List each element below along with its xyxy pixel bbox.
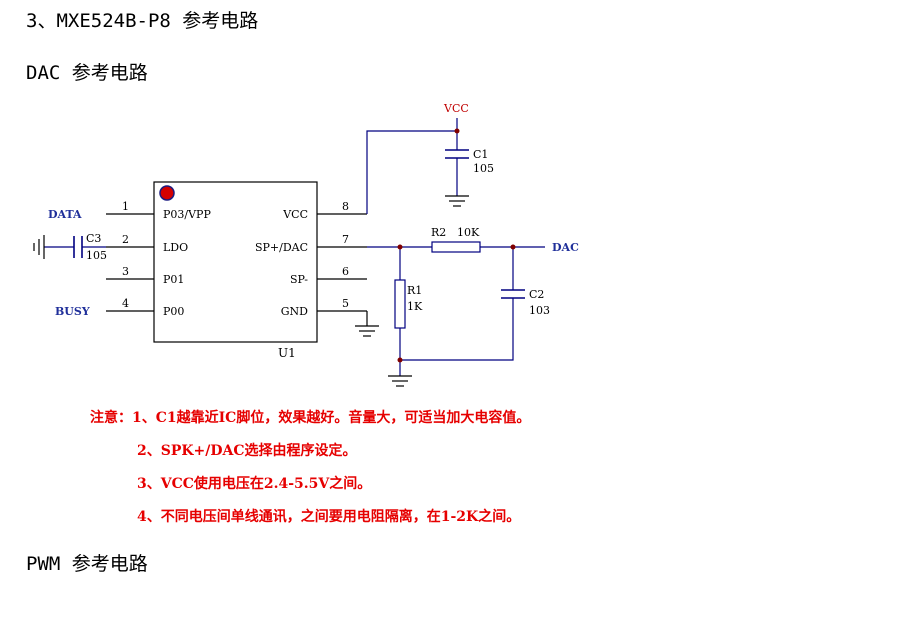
pin-1-number: 1: [122, 200, 129, 213]
section-heading: 3、MXE524B-P8 参考电路: [26, 10, 259, 32]
capacitor-c3: [73, 236, 83, 258]
chip-ref-label: U1: [278, 346, 296, 360]
ground-symbol-c1: [445, 195, 469, 207]
junction-c2: [510, 244, 516, 250]
pin-2-number: 2: [122, 233, 129, 246]
pin-7-number: 7: [342, 233, 349, 246]
ground-symbol-pin5: [355, 311, 379, 337]
vcc-junction: [454, 128, 460, 134]
c2-value: 103: [529, 304, 550, 317]
note-3: 3、VCC使用电压在2.4-5.5V之间。: [137, 476, 372, 492]
dac-output-wire: [367, 246, 545, 376]
capacitor-c2: [501, 289, 525, 299]
c3-ref: C3: [86, 232, 101, 245]
ground-symbol-r1: [388, 375, 412, 387]
junction-gnd: [397, 357, 403, 363]
r1-value: 1K: [407, 300, 423, 313]
pin-4-name: P00: [163, 305, 184, 318]
capacitor-c1: [445, 149, 469, 159]
r2-ref: R2: [431, 226, 446, 239]
pin-6-name: SP-: [290, 273, 308, 286]
chip-pin1-marker: [159, 185, 175, 201]
c1-ref: C1: [473, 148, 488, 161]
pin-5-number: 5: [342, 297, 349, 310]
pin-7-name: SP+/DAC: [255, 241, 308, 254]
chip-body: [153, 181, 318, 343]
note-2: 2、SPK+/DAC选择由程序设定。: [137, 443, 357, 459]
junction-r1: [397, 244, 403, 250]
r1-ref: R1: [407, 284, 422, 297]
pwm-circuit-heading: PWM 参考电路: [26, 553, 148, 575]
left-pins: [106, 213, 154, 312]
note-1: 注意：1、C1越靠近IC脚位，效果越好。音量大，可适当加大电容值。: [90, 410, 531, 426]
vcc-label: VCC: [443, 102, 469, 115]
ground-symbol-c3: [33, 235, 45, 259]
pin-6-number: 6: [342, 265, 349, 278]
resistor-r1: [394, 279, 406, 329]
r2-value: 10K: [457, 226, 480, 239]
pin-4-number: 4: [122, 297, 129, 310]
c1-value: 105: [473, 162, 494, 175]
net-label-busy: BUSY: [55, 305, 90, 318]
net-label-data: DATA: [48, 208, 82, 221]
pin-1-name: P03/VPP: [163, 208, 211, 221]
pin-3-number: 3: [122, 265, 129, 278]
resistor-r2: [431, 241, 481, 253]
vcc-wire: [366, 118, 458, 214]
c2-ref: C2: [529, 288, 544, 301]
pin-3-name: P01: [163, 273, 184, 286]
pin-5-name: GND: [281, 305, 308, 318]
right-pins: [317, 213, 367, 312]
net-label-dac: DAC: [552, 241, 579, 254]
c3-value: 105: [86, 249, 107, 262]
pin-8-name: VCC: [282, 208, 308, 221]
dac-circuit-heading: DAC 参考电路: [26, 62, 148, 84]
note-4: 4、不同电压间单线通讯，之间要用电阻隔离，在1-2K之间。: [137, 509, 521, 525]
pin-2-name: LDO: [163, 241, 188, 254]
pin-8-number: 8: [342, 200, 349, 213]
